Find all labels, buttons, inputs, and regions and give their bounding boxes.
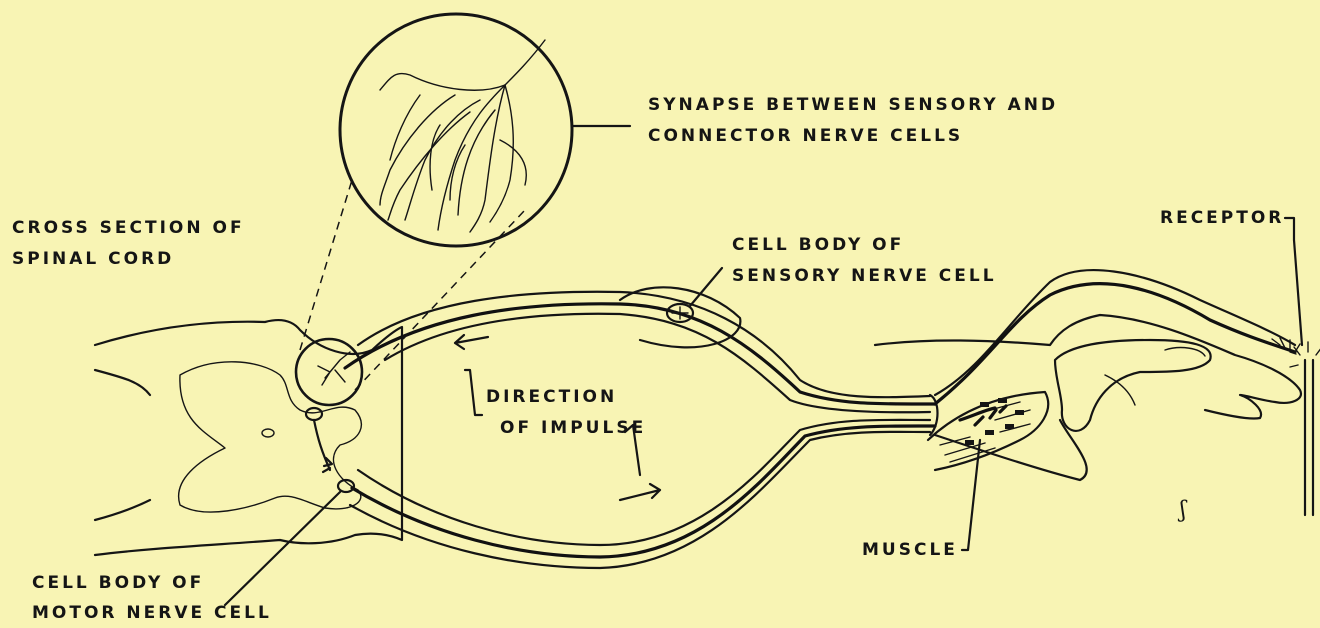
lower-impulse-arrow (620, 484, 660, 500)
sensory-cell-label-line-2: SENSORY NERVE CELL (732, 261, 997, 292)
motor-nerve-inner (350, 432, 930, 568)
upper-impulse-arrow (455, 335, 488, 349)
direction-label-line-2: OF IMPULSE (500, 413, 646, 444)
direction-label: DIRECTION OF IMPULSE (486, 382, 646, 444)
sensory-cell-label: CELL BODY OF SENSORY NERVE CELL (732, 230, 997, 292)
motor-cell-label-line-1: CELL BODY OF (32, 568, 272, 598)
stimulus-pin (1305, 360, 1313, 515)
cross-section-label-line-1: CROSS SECTION OF (12, 213, 245, 244)
receptor-nerve-fiber (935, 284, 1295, 404)
direction-bracket-left (465, 370, 482, 415)
synapse-label: SYNAPSE BETWEEN SENSORY AND CONNECTOR NE… (648, 90, 1058, 152)
cross-section-label-line-2: SPINAL CORD (12, 244, 245, 275)
motor-cell-label: CELL BODY OF MOTOR NERVE CELL (32, 568, 272, 628)
motor-nerve-fiber (352, 426, 935, 557)
direction-label-line-1: DIRECTION (486, 382, 646, 413)
muscle-label: MUSCLE (862, 535, 958, 566)
motor-endplates (960, 406, 1006, 425)
receptor-leader (1285, 218, 1302, 345)
synapse-label-line-2: CONNECTOR NERVE CELLS (648, 121, 1058, 152)
muscle-leader (962, 440, 980, 550)
central-canal (262, 429, 274, 437)
cross-section-label: CROSS SECTION OF SPINAL CORD (12, 213, 245, 275)
synapse-dendrites (380, 40, 545, 232)
artist-signature: ʃ (1180, 498, 1186, 523)
sensory-cell-label-line-1: CELL BODY OF (732, 230, 997, 261)
connector-cell-body (306, 408, 322, 420)
synapse-magnified-circle (340, 14, 572, 246)
synapse-label-line-1: SYNAPSE BETWEEN SENSORY AND (648, 90, 1058, 121)
thumb (1055, 340, 1211, 431)
sensory-nerve-inner (385, 314, 930, 413)
receptor-label: RECEPTOR (1160, 203, 1284, 234)
